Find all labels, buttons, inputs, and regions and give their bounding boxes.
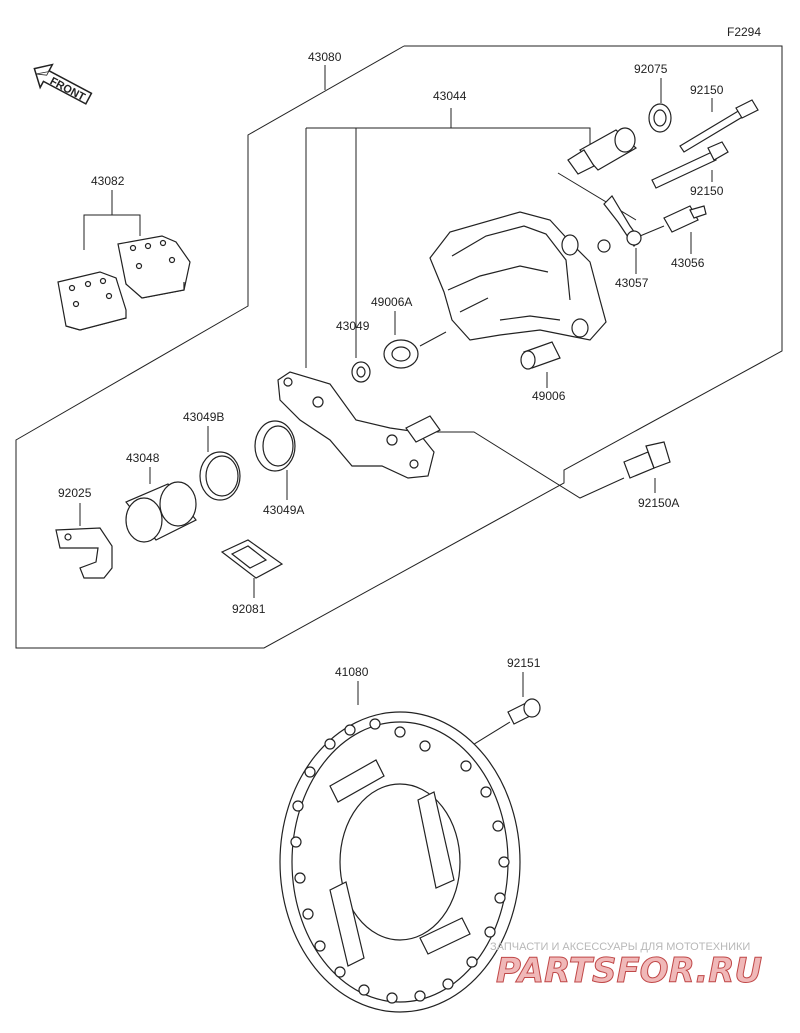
- assembly-outline: [15, 45, 783, 649]
- label-92150a: 92150A: [638, 496, 679, 510]
- seal-43049b: [199, 451, 241, 501]
- brake-disc-41080: [279, 711, 521, 1013]
- label-43057: 43057: [615, 276, 649, 290]
- label-92081: 92081: [232, 602, 266, 616]
- front-label: FRONT: [48, 75, 87, 104]
- label-43056: 43056: [671, 256, 705, 270]
- brake-pad-rear: [117, 235, 191, 299]
- brake-pad-front: [57, 271, 127, 331]
- front-arrow-icon: FRONT: [33, 63, 93, 105]
- spring-92081: [220, 539, 284, 579]
- label-92025: 92025: [58, 486, 92, 500]
- caliper-outline: [306, 127, 591, 168]
- clip-43057: [597, 195, 642, 253]
- dust-boot-92075: [648, 103, 672, 133]
- label-43049: 43049: [336, 319, 370, 333]
- label-43080: 43080: [308, 50, 342, 64]
- label-92075: 92075: [634, 62, 668, 76]
- label-43048: 43048: [126, 451, 160, 465]
- watermark-logo: PARTSFOR.RU: [496, 951, 762, 991]
- boot-49006a: [383, 339, 419, 369]
- pin-92150-b: [651, 141, 729, 189]
- diagram-code: F2294: [727, 25, 761, 39]
- label-92150-top: 92150: [690, 83, 724, 97]
- pin-92150-a: [679, 99, 759, 153]
- seal-43049: [351, 361, 371, 383]
- caliper-bracket: [277, 371, 441, 479]
- bolt-92150a: [623, 441, 671, 479]
- label-43049b: 43049B: [183, 410, 224, 424]
- pin-49006: [520, 341, 561, 370]
- caliper-body: [429, 211, 607, 341]
- label-43044: 43044: [433, 89, 467, 103]
- label-43082: 43082: [91, 174, 125, 188]
- label-43049a: 43049A: [263, 503, 304, 517]
- bleeder-43056: [663, 205, 707, 233]
- label-41080: 41080: [335, 665, 369, 679]
- label-49006a: 49006A: [371, 295, 412, 309]
- label-92151: 92151: [507, 656, 541, 670]
- spring-92025: [55, 527, 113, 579]
- bolt-92151: [507, 698, 541, 725]
- piston-43048: [125, 481, 197, 543]
- watermark-tagline: ЗАПЧАСТИ И АКСЕССУАРЫ ДЛЯ МОТОТЕХНИКИ: [490, 941, 750, 953]
- caliper-sleeve: [567, 127, 638, 175]
- label-49006: 49006: [532, 389, 566, 403]
- seal-43049a: [254, 420, 296, 472]
- label-92150-mid: 92150: [690, 184, 724, 198]
